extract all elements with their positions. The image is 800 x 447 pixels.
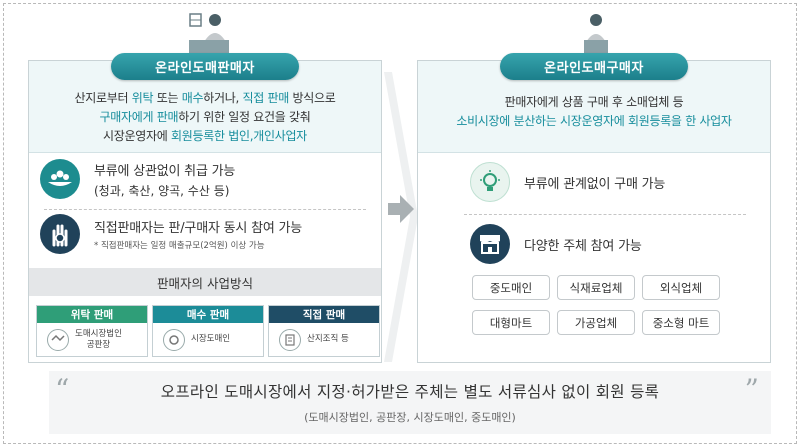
buyer-feature-all-categories: 부류에 관계없이 구매 가능 [470,162,665,202]
close-quote-icon: ” [744,373,759,406]
seller-divider [44,209,366,210]
buyer-person-icon [584,14,608,56]
handshake-icon [47,328,69,351]
seller-title: 온라인도매판매자 [111,53,299,80]
participant-tag: 중소형 마트 [642,310,720,335]
seller-person-icon [189,13,229,56]
buyer-divider [464,214,746,215]
seller-feature-all-categories: 부류에 상관없이 취급 가능 (청과, 축산, 양곡, 수산 등) [40,159,235,199]
hand-icon [40,214,80,254]
participant-tag: 대형마트 [472,310,550,335]
coin-icon [163,328,185,351]
registration-note: “ 오프라인 도매시장에서 지정·허가받은 주체는 별도 서류심사 없이 회원 … [49,371,771,434]
business-method-header: 판매자의 사업방식 [29,268,381,296]
produce-icon [40,159,80,199]
open-quote-icon: “ [55,373,70,406]
participant-tag: 식재료업체 [557,275,635,300]
participant-tag: 중도매인 [472,275,550,300]
buyer-title: 온라인도매구매자 [500,53,688,80]
buyer-feature-diverse-participants: 다양한 주체 참여 가능 [470,224,642,264]
seller-feature-dual-participation: 직접판매자는 판/구매자 동시 참여 가능 * 직접판매자는 일정 매출규모(2… [40,214,302,254]
method-purchase-card: 매수 판매 시장도매인 [152,305,264,357]
flow-chevron-background [384,72,418,362]
participant-tag: 가공업체 [557,310,635,335]
method-direct-card: 직접 판매 산지조직 등 [268,305,380,357]
lightbulb-icon [470,162,510,202]
flow-arrow-icon [388,195,414,223]
document-icon [279,328,301,351]
participant-tag: 외식업체 [642,275,720,300]
outer-dashed-frame [3,3,797,444]
store-icon [470,224,510,264]
